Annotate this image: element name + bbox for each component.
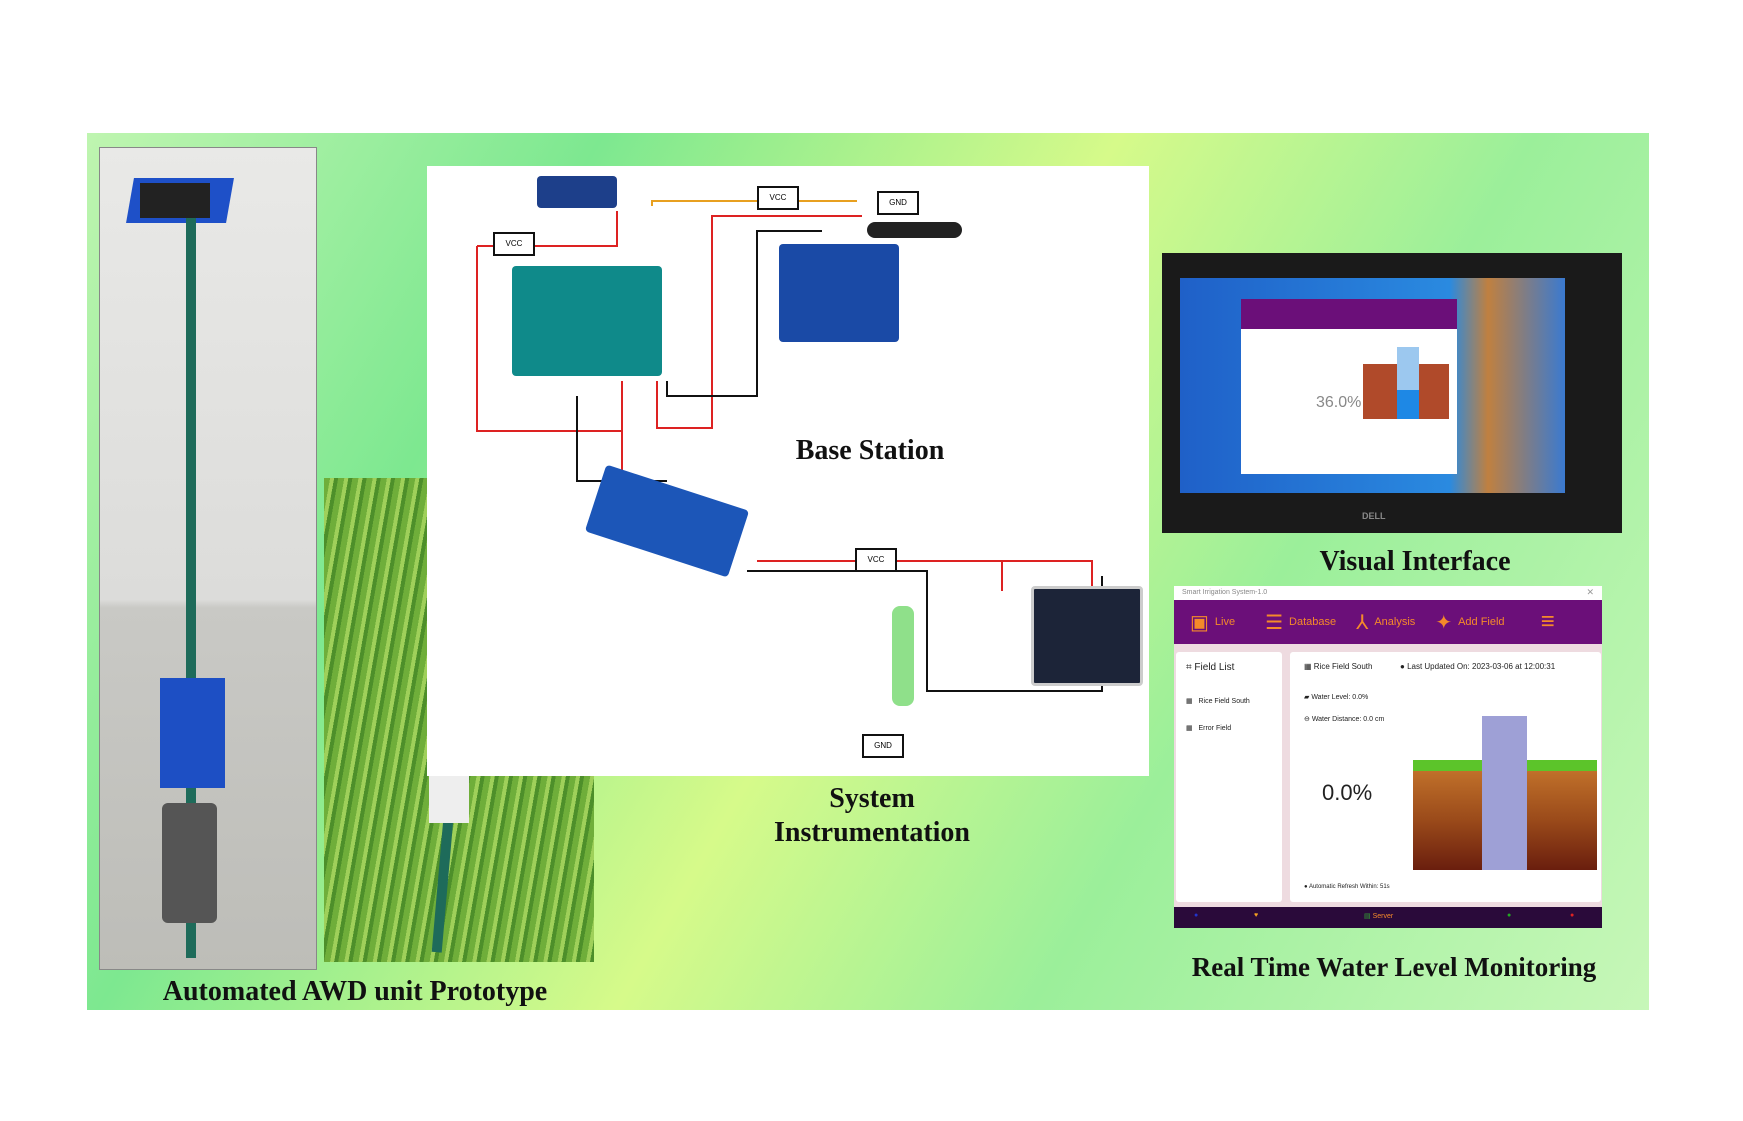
battery [892,606,914,706]
footer-bar: ● ♥ ▤ Server ● ● [1174,907,1602,928]
arduino-board [512,266,662,376]
app-window-mini: 36.0% [1241,299,1457,474]
ultrasonic-sensor [537,176,617,208]
pipe [162,803,217,923]
water-level-bar [1482,716,1527,870]
laptop-photo: 36.0% DELL [1162,253,1622,533]
mini-percent: 36.0% [1316,394,1362,411]
globe-icon[interactable]: ● [1194,912,1199,919]
app-window: Smart Irrigation System-1.0 ✕ ▣ Live ☰ Dat… [1174,586,1602,928]
nav-label: Analysis [1374,616,1416,628]
field-list-panel: ⌗ Field List ▦ Rice Field South ▦ Error … [1176,652,1282,902]
caption-instrumentation: Instrumentation [773,817,970,848]
field-name: Error Field [1198,725,1232,732]
caption-monitoring: Real Time Water Level Monitoring [1191,952,1597,982]
percent-readout: 0.0% [1322,780,1373,805]
schematic-diagram: VCC VCC GND VCC GND [427,166,1149,776]
awd-pole-photo [99,147,317,970]
auto-refresh: ● Automatic Refresh Within: 51s [1304,884,1390,890]
twitter-icon[interactable]: ♥ [1254,912,1259,919]
server-icon: ▤ [1364,913,1371,920]
caption-base-station: Base Station [795,435,945,466]
antenna [867,222,962,238]
server-label: Server [1372,913,1394,920]
caption-system: System [829,783,915,814]
auto-refresh-text: Automatic Refresh Within: 51s [1308,884,1390,890]
vcc-label: VCC [493,232,535,256]
vcc-label: VCC [855,548,897,572]
water-distance: ⊖ Water Distance: 0.0 cm [1304,716,1385,723]
close-icon[interactable]: ✕ [1586,587,1594,597]
selected-field-label: Rice Field South [1313,662,1373,671]
caption-prototype: Automated AWD unit Prototype [162,976,548,1007]
nav-live[interactable]: ▣ Live [1190,610,1235,635]
field-list-title: ⌗ Field List [1186,662,1235,673]
sparkle-icon: ✦ [1435,611,1453,634]
nav-label: Database [1289,616,1337,628]
menu-icon[interactable]: ≡ [1540,608,1555,635]
water-distance-text: Water Distance: 0.0 cm [1311,716,1385,723]
nav-bar: ▣ Live ☰ Database ⅄ Analysis ✦ Add Field ≡ [1174,600,1602,644]
nav-analysis[interactable]: ⅄ Analysis [1356,610,1415,635]
mini-water-bar [1397,347,1419,419]
selected-field: ▦ Rice Field South [1304,662,1373,671]
monitor-eye-icon: ▣ [1190,611,1209,634]
caption-visual-interface: Visual Interface [1319,546,1511,577]
user-icon[interactable]: ● [1570,912,1575,919]
field-name: Rice Field South [1198,698,1250,705]
gnd-label: GND [877,191,919,215]
water-level: ▰ Water Level: 0.0% [1304,694,1369,701]
field-item[interactable]: ▦ Error Field [1186,725,1232,732]
control-box [160,678,225,788]
gnd-label: GND [862,734,904,758]
solar-cells [140,183,210,218]
last-updated: ● Last Updated On: 2023-03-06 at 12:00:3… [1400,662,1556,671]
nav-label: Live [1214,616,1236,628]
mini-header [1241,299,1457,329]
nav-database[interactable]: ☰ Database [1265,610,1336,635]
field-item[interactable]: ▦ Rice Field South [1186,698,1250,705]
nav-add-field[interactable]: ✦ Add Field [1435,610,1504,635]
server-button[interactable]: ▤ Server [1364,912,1393,920]
vcc-label: VCC [757,186,799,210]
pole [186,218,196,958]
tree-icon: ⅄ [1356,611,1369,634]
field-list-label: Field List [1194,662,1235,673]
laptop-brand: DELL [1362,511,1386,521]
solar-panel [1031,586,1143,686]
gsm-module [779,244,899,342]
water-level-text: Water Level: 0.0% [1311,694,1369,701]
window-title: Smart Irrigation System-1.0 [1174,586,1602,600]
database-icon: ☰ [1265,611,1284,634]
nav-label: Add Field [1458,616,1505,628]
last-updated-text: Last Updated On: 2023-03-06 at 12:00:31 [1407,662,1556,671]
live-panel: ▦ Rice Field South ● Last Updated On: 20… [1290,652,1601,902]
chat-icon[interactable]: ● [1507,912,1512,919]
